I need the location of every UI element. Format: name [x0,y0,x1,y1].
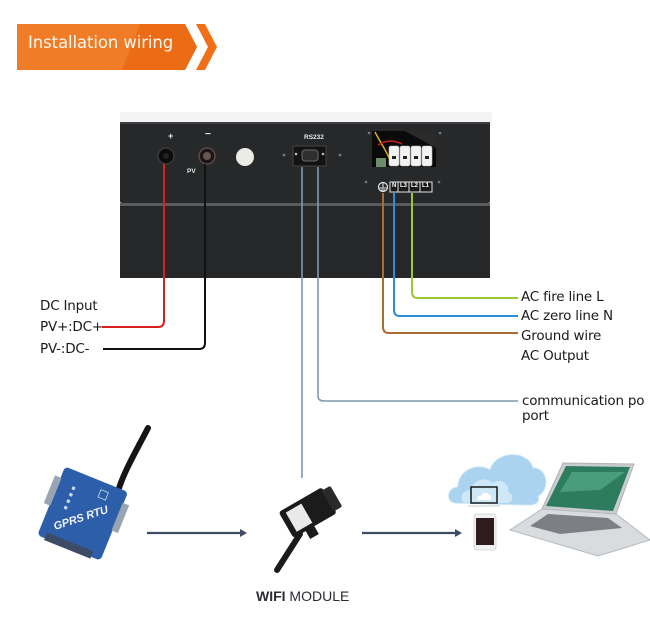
wifi-module-label: WIFI MODULE [256,588,349,604]
terminal-label-strip [389,181,433,193]
neutral-wire [393,193,518,317]
dc-negative-label: PV-:DC- [40,341,90,357]
power-switch-button [236,148,254,166]
fire-wire [411,193,518,299]
dc-negative-wire [103,164,206,350]
comm-port-label-line2: port [522,408,549,424]
ac-terminal-block [364,131,442,184]
wifi-antenna [274,531,303,573]
banner-shade [122,24,197,70]
wifi-label-rest: MODULE [285,588,350,604]
terminal-label-l1: L1 [422,183,430,189]
pv-positive-connector [157,147,175,165]
ac-zero-line-label: AC zero line N [521,308,613,324]
ground-wire [382,193,518,334]
cloud-icon [448,454,547,507]
rs232-label: RS232 [304,134,324,141]
header-banner [17,24,217,70]
chevron-right-icon [196,24,217,70]
pv-negative-connector [198,147,216,165]
comm-port-wire [317,167,518,402]
arrow-wifi-to-cloud [362,529,462,537]
laptop-icon [508,462,650,557]
page-title: Installation wiring [28,33,174,52]
device-lower-panel [120,206,490,278]
wifi-label-bold: WIFI [256,588,286,604]
wires [102,164,518,478]
terminal-label-l3: L3 [400,183,408,189]
dc-input-label: DC Input [40,298,98,314]
terminal-label-l2: L2 [411,183,419,189]
comm-port-label-line1: communication po [522,393,645,409]
flow-arrows [147,529,462,537]
wifi-module [274,486,342,573]
arrow-gprs-to-wifi [147,529,247,537]
inverter-device [120,112,492,278]
ac-fire-line-label: AC fire line L [521,289,604,305]
dc-positive-label: PV+:DC+ [40,319,103,335]
gprs-rtu-device: GPRS RTU [38,425,151,560]
terminal-label-n: N [392,183,397,189]
ground-icon [377,181,389,193]
rs232-port [282,145,342,167]
pv-label: PV [187,168,196,175]
dc-positive-wire [102,164,165,328]
gprs-body [38,467,127,560]
ground-wire-label: Ground wire [521,328,602,344]
pv-plus-mark: + [168,131,174,141]
smartphone-icon [473,513,497,551]
antenna [114,425,151,498]
device-seam [120,203,490,206]
monitor-icon [470,486,498,504]
pv-minus-mark: − [205,129,211,140]
ac-output-label: AC Output [521,348,589,364]
